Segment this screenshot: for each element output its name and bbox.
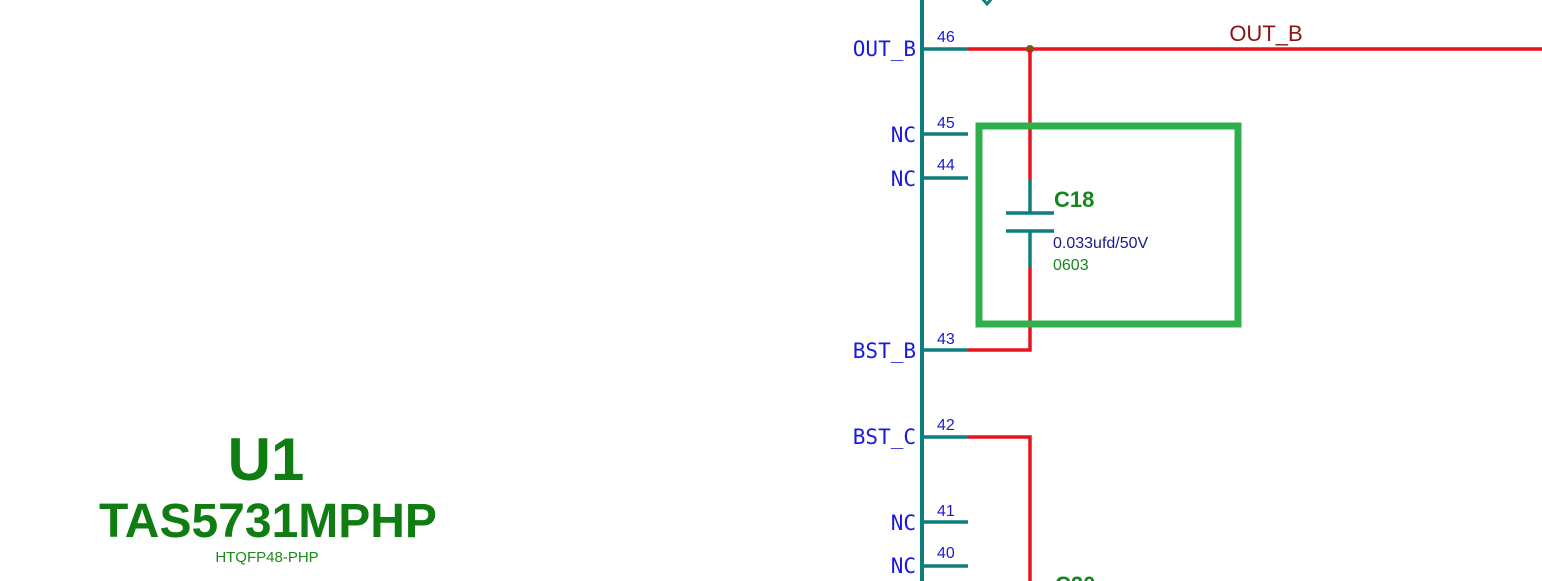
pin-number-41: 41 bbox=[937, 503, 955, 520]
component-package: HTQFP48-PHP bbox=[215, 549, 318, 566]
highlight-box bbox=[975, 122, 1242, 328]
partial-next-cap-label: C20 bbox=[1055, 572, 1095, 581]
pin-name-out-b: OUT_B bbox=[853, 37, 916, 61]
pin-number-43: 43 bbox=[937, 331, 955, 348]
pin-number-44: 44 bbox=[937, 157, 955, 174]
pin-name-nc-40: NC bbox=[891, 554, 916, 578]
pin-name-bst-b: BST_B bbox=[853, 339, 916, 363]
pin-number-40: 40 bbox=[937, 545, 955, 562]
c18-package-label: 0603 bbox=[1053, 257, 1089, 274]
pin-name-nc-45: NC bbox=[891, 123, 916, 147]
pin-name-bst-c: BST_C bbox=[853, 425, 916, 449]
pin-name-nc-44: NC bbox=[891, 167, 916, 191]
pin-number-42: 42 bbox=[937, 417, 955, 434]
c18-ref-label: C18 bbox=[1054, 187, 1094, 212]
pin-name-nc-41: NC bbox=[891, 511, 916, 535]
partial-top-label bbox=[1008, 0, 1088, 2]
c18-value-label: 0.033ufd/50V bbox=[1053, 235, 1149, 252]
pin-number-46: 46 bbox=[937, 29, 955, 46]
partial-ground-symbol bbox=[981, 0, 993, 7]
pin-number-45: 45 bbox=[937, 115, 955, 132]
net-label-out-b: OUT_B bbox=[1229, 21, 1302, 46]
bst-c-wire bbox=[968, 435, 1032, 581]
component-ref: U1 bbox=[228, 426, 305, 493]
c18-bottom-wire bbox=[968, 268, 1032, 352]
component-part-number: TAS5731MPHP bbox=[99, 495, 437, 548]
